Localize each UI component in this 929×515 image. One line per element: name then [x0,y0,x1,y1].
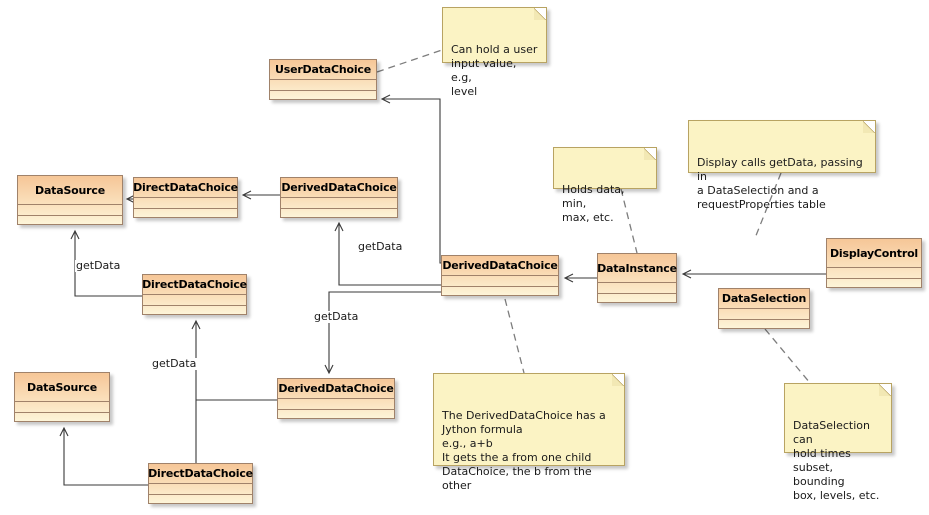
class-compartment-operations [442,286,558,297]
note-data-selection: DataSelection can hold times subset, bou… [784,383,892,502]
class-box-directdatachoice-top[interactable]: DirectDataChoice [133,177,238,218]
class-title-directdatachoice-bottom: DirectDataChoice [148,467,253,480]
class-title-deriveddatachoice-mid: DerivedDataChoice [442,259,558,272]
class-compartment-operations [18,215,122,226]
class-title-deriveddatachoice-top: DerivedDataChoice [281,181,397,194]
class-box-datasource-bottom[interactable]: DataSource [14,372,110,422]
note-user-input: Can hold a user input value, e.g, level [442,7,547,98]
class-box-directdatachoice-bottom[interactable]: DirectDataChoice [148,463,253,504]
edge-directbottom-to-datasourcebottom [59,426,148,486]
class-compartment-attributes [278,398,394,409]
class-compartment-attributes [281,197,397,208]
class-compartment-attributes [143,294,246,305]
note-display-calls: Display calls getData, passing in a Data… [688,120,876,211]
class-compartment-operations [278,409,394,420]
note-fold-corner-icon [612,374,624,386]
class-compartment-operations [134,208,237,219]
edge-derivedmid-to-derivedbottom [324,291,441,375]
note-fold-corner-icon [879,384,891,396]
edge-label-getdata-1: getData [357,240,404,253]
noteline-jython [504,298,525,374]
class-box-datasource-top[interactable]: DataSource [17,175,123,225]
class-title-datasource-top: DataSource [35,183,105,197]
note-jython-formula-text: The DerivedDataChoice has a Jython formu… [442,409,606,492]
noteline-userinput [376,49,443,73]
class-title-displaycontrol: DisplayControl [829,246,919,260]
class-compartment-operations [143,305,246,316]
class-compartment-operations [270,90,376,101]
note-holds-data-text: Holds data, min, max, etc. [562,183,625,224]
class-title-datainstance: DataInstance [597,261,677,275]
class-title-userdatachoice: UserDataChoice [274,63,371,76]
class-box-dataselection[interactable]: DataSelection [718,288,810,329]
edge-label-getdata-4: getData [151,357,198,370]
class-box-deriveddatachoice-top[interactable]: DerivedDataChoice [280,177,398,218]
note-jython-formula: The DerivedDataChoice has a Jython formu… [433,373,625,492]
class-title-dataselection: DataSelection [721,292,807,305]
class-title-directdatachoice-mid: DirectDataChoice [142,278,247,291]
note-data-selection-text: DataSelection can hold times subset, bou… [793,419,880,502]
class-compartment-attributes [18,204,122,215]
class-compartment-attributes [270,79,376,90]
class-title-deriveddatachoice-bottom: DerivedDataChoice [278,382,394,395]
class-box-datainstance[interactable]: DataInstance [597,253,677,303]
class-box-deriveddatachoice-mid[interactable]: DerivedDataChoice [441,255,559,296]
edge-label-getdata-2: getData [75,259,122,272]
class-box-userdatachoice[interactable]: UserDataChoice [269,59,377,100]
class-compartment-attributes [15,401,109,412]
note-display-calls-text: Display calls getData, passing in a Data… [697,156,863,211]
class-title-datasource-bottom: DataSource [27,380,97,394]
edge-label-getdata-3: getData [313,310,360,323]
class-compartment-operations [827,278,921,289]
class-compartment-operations [598,293,676,304]
class-title-directdatachoice-top: DirectDataChoice [133,181,238,194]
class-compartment-attributes [442,275,558,286]
class-compartment-operations [281,208,397,219]
class-box-deriveddatachoice-bottom[interactable]: DerivedDataChoice [277,378,395,419]
class-box-directdatachoice-mid[interactable]: DirectDataChoice [142,274,247,315]
class-compartment-attributes [149,483,252,494]
class-compartment-attributes [134,197,237,208]
class-compartment-attributes [827,267,921,278]
class-compartment-operations [719,319,809,330]
class-compartment-attributes [719,308,809,319]
note-fold-corner-icon [863,121,875,133]
class-box-displaycontrol[interactable]: DisplayControl [826,238,922,288]
class-compartment-attributes [598,282,676,293]
note-fold-corner-icon [534,8,546,20]
class-compartment-operations [15,412,109,423]
edge-derivedmid-to-derivedtop [334,221,441,286]
class-compartment-operations [149,494,252,505]
noteline-dataselection [764,328,811,384]
noteline-holdsdata [620,188,638,254]
note-holds-data: Holds data, min, max, etc. [553,147,657,224]
note-user-input-text: Can hold a user input value, e.g, level [451,43,538,98]
note-fold-corner-icon [644,148,656,160]
